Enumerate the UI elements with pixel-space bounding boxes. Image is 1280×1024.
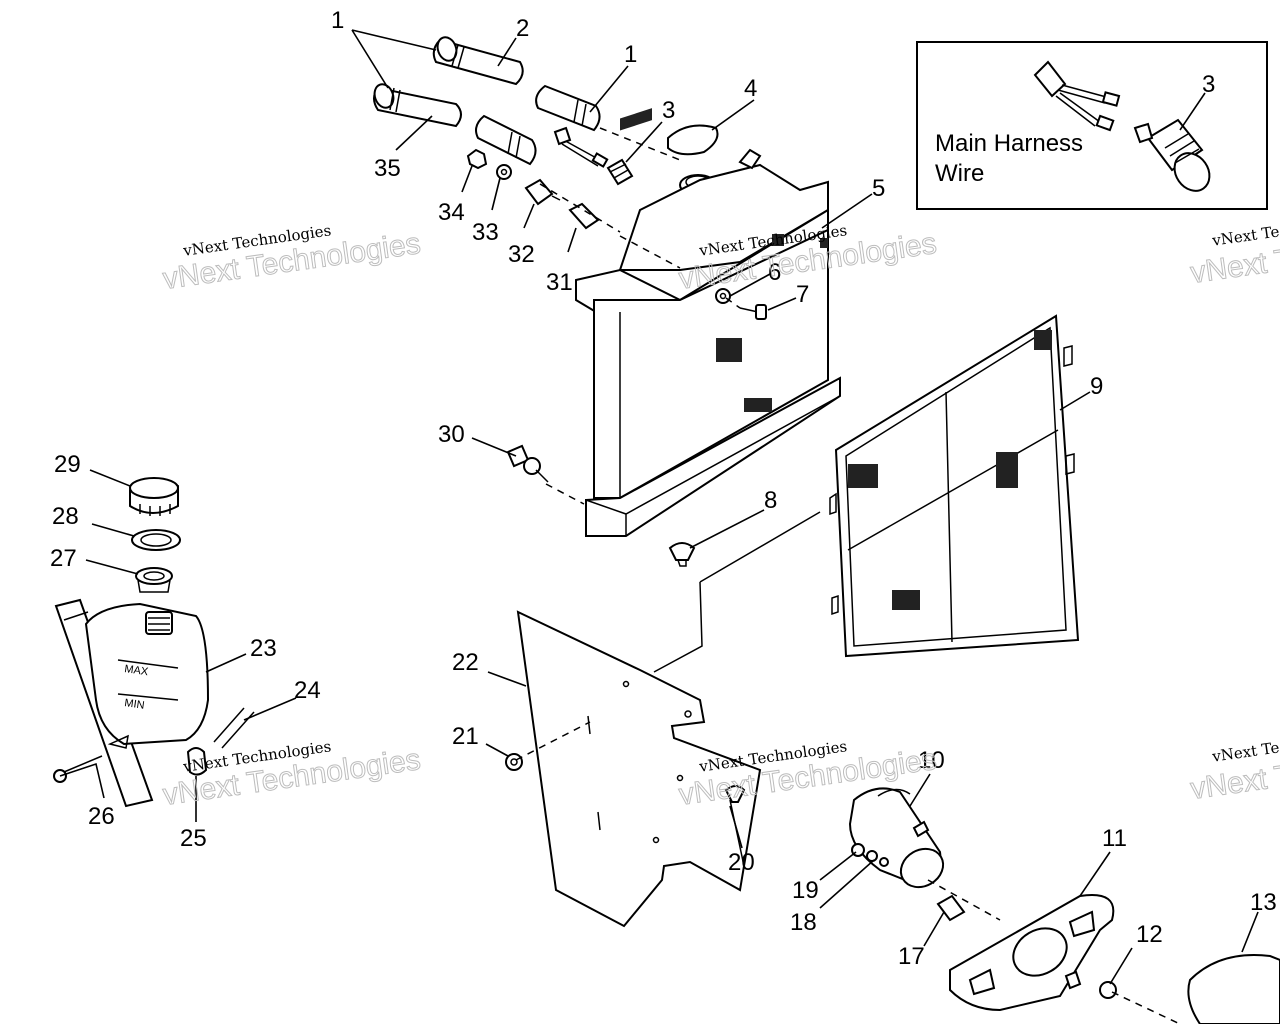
radiator-5 xyxy=(575,108,841,537)
overflow-tank-23: MAX MIN xyxy=(84,602,210,749)
callout-3: 3 xyxy=(662,97,675,124)
callout-22: 22 xyxy=(452,649,479,676)
callout-21: 21 xyxy=(452,723,479,750)
callout-34: 34 xyxy=(438,199,465,226)
inset-label-line2: Wire xyxy=(935,160,984,187)
callout-1b: 1 xyxy=(624,41,637,68)
seal-27 xyxy=(135,567,173,593)
nut-34 xyxy=(466,148,488,170)
callout-28: 28 xyxy=(52,503,79,530)
callout-5: 5 xyxy=(872,175,885,202)
callout-8: 8 xyxy=(764,487,777,514)
callout-26: 26 xyxy=(88,803,115,830)
upper-hose-2 xyxy=(432,36,524,86)
washer-33 xyxy=(496,164,512,180)
tank-max-mark: MAX xyxy=(124,663,150,678)
inset-callout-3: 3 xyxy=(1202,71,1215,98)
callout-2: 2 xyxy=(516,15,529,42)
callout-numbers: 1 2 1 3 4 5 35 34 33 32 31 6 7 9 30 8 29… xyxy=(50,7,1277,970)
fan-blade-13 xyxy=(1187,954,1280,1024)
lower-hose-35 xyxy=(373,83,462,128)
sensor-wire-connector xyxy=(553,126,609,168)
callout-18: 18 xyxy=(790,909,817,936)
fan-motor-10 xyxy=(848,787,945,889)
watermark-3: vNext Technologies vNext Technologies xyxy=(160,737,423,812)
harness-connector xyxy=(1033,60,1121,132)
callout-10: 10 xyxy=(918,747,945,774)
tank-min-mark: MIN xyxy=(124,697,146,712)
callout-25: 25 xyxy=(180,825,207,852)
grommet-21 xyxy=(505,753,523,771)
callout-4: 4 xyxy=(744,75,757,102)
callout-24: 24 xyxy=(294,677,321,704)
inset-box: Main Harness Wire 3 xyxy=(916,41,1268,210)
hose-upper-right xyxy=(535,84,601,132)
callout-9: 9 xyxy=(1090,373,1103,400)
callout-31: 31 xyxy=(546,269,573,296)
screw-26 xyxy=(53,755,103,783)
bushing-32 xyxy=(524,178,561,206)
watermark-5: vNext Techn vNext Te xyxy=(1188,222,1280,290)
callout-29: 29 xyxy=(54,451,81,478)
washer-18 xyxy=(866,850,889,867)
inset-label-line1: Main Harness xyxy=(935,130,1083,157)
callout-7: 7 xyxy=(796,281,809,308)
callout-30: 30 xyxy=(438,421,465,448)
callout-17: 17 xyxy=(898,943,925,970)
callout-19: 19 xyxy=(792,877,819,904)
shield-plate-22 xyxy=(516,610,762,928)
clamp-25 xyxy=(186,747,208,776)
leader-lines xyxy=(59,29,1259,985)
temperature-switch-inset xyxy=(1133,118,1211,192)
watermark-1: vNext Technologies vNext Technologies xyxy=(160,221,423,296)
callout-33: 33 xyxy=(472,219,499,246)
mounting-bracket-11 xyxy=(949,894,1115,1012)
hose-24 xyxy=(213,707,255,749)
callout-11: 11 xyxy=(1102,825,1127,852)
temperature-switch-3 xyxy=(606,158,634,186)
tank-cap-29 xyxy=(129,477,179,516)
alignment-lines xyxy=(515,127,1181,1024)
callout-20: 20 xyxy=(728,849,755,876)
hose-lower-right xyxy=(475,114,537,166)
bolt-30 xyxy=(506,444,549,483)
callout-6: 6 xyxy=(768,259,781,286)
gasket-28 xyxy=(131,529,181,551)
screw-7 xyxy=(739,304,767,320)
callout-13: 13 xyxy=(1250,889,1277,916)
spacer-17 xyxy=(936,894,966,922)
callout-35: 35 xyxy=(374,155,401,182)
spacer-31 xyxy=(568,202,600,230)
radiator-cap-4 xyxy=(667,124,719,156)
washer-6 xyxy=(715,288,731,304)
callout-1a: 1 xyxy=(331,7,344,34)
watermark-6: vNext Techn vNext Te xyxy=(1188,738,1280,806)
fan-shroud-9 xyxy=(829,314,1080,658)
screw-bracket xyxy=(1064,970,1082,990)
rivet-20 xyxy=(724,785,746,803)
callout-32: 32 xyxy=(508,241,535,268)
grommet-8 xyxy=(668,542,696,567)
callout-12: 12 xyxy=(1136,921,1163,948)
callout-23: 23 xyxy=(250,635,277,662)
nut-12 xyxy=(1099,981,1117,999)
callout-27: 27 xyxy=(50,545,77,572)
